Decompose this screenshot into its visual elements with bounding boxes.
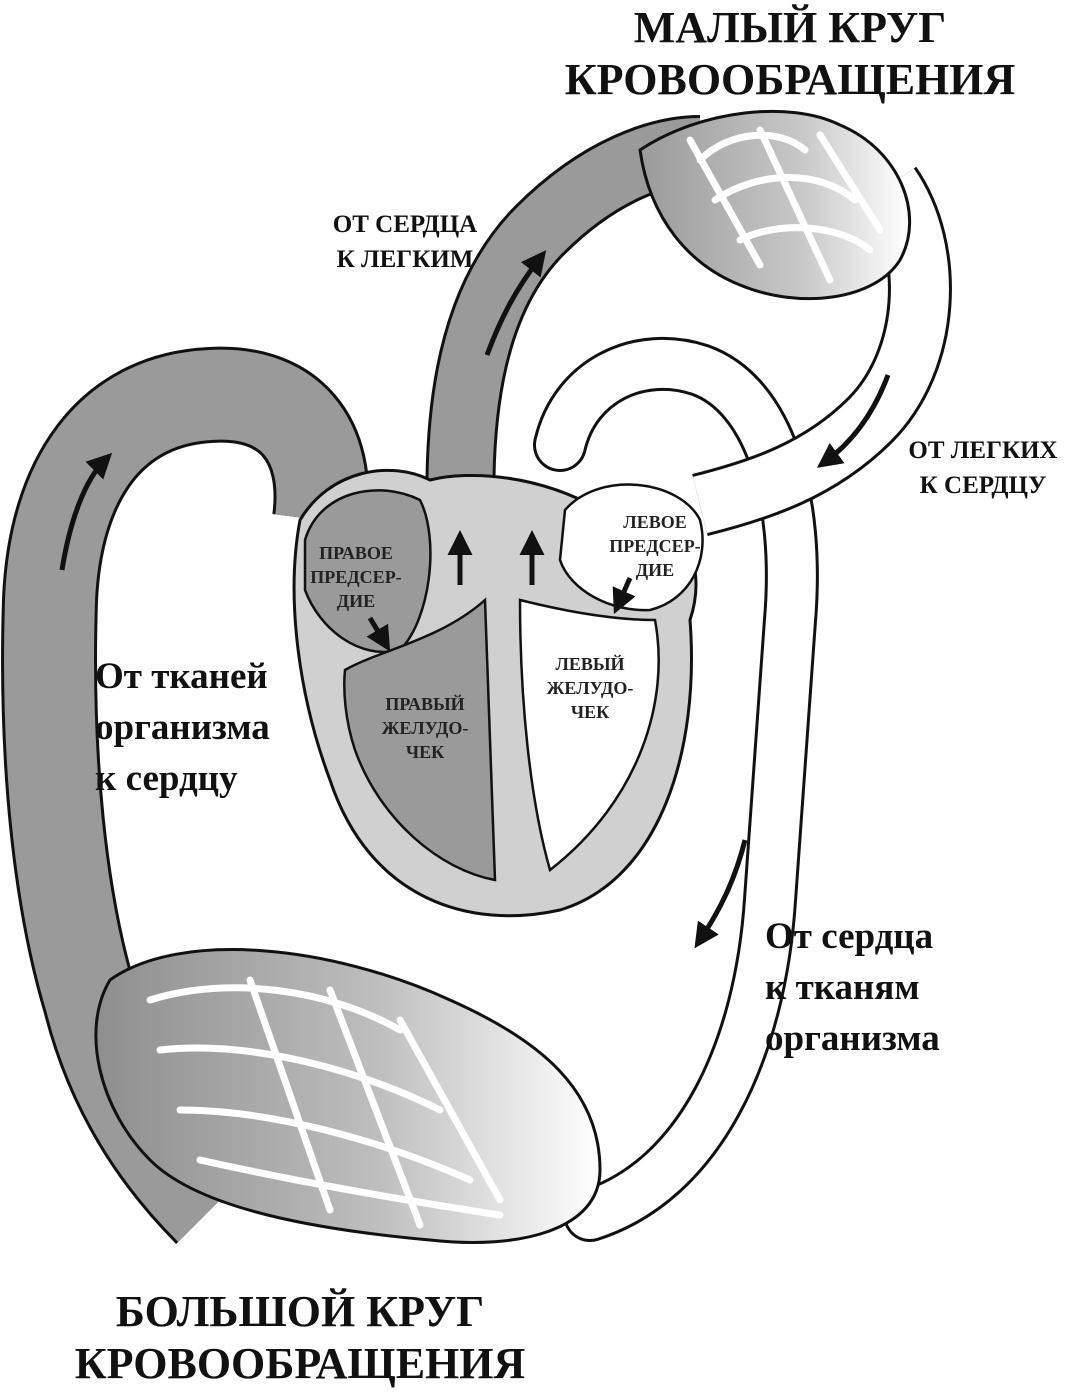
label-line: К ЛЕГКИМ	[336, 246, 474, 273]
flow-arrows	[59, 250, 891, 949]
label-line: ОТ СЕРДЦА	[332, 211, 478, 238]
body-capillary-network	[94, 948, 602, 1244]
label-line: ЛЕВОЕ	[623, 512, 687, 532]
label-line: ЛЕВЫЙ	[555, 654, 625, 674]
heart	[292, 468, 704, 918]
label-line: ЧЕК	[405, 742, 445, 762]
title-line: МАЛЫЙ КРУГ	[633, 3, 947, 52]
right-atrium	[303, 489, 432, 654]
left-ventricle-label: ЛЕВЫЙ ЖЕЛУДО- ЧЕК	[525, 655, 655, 721]
label-line: ПРАВЫЙ	[385, 694, 465, 714]
label-line: ЧЕК	[570, 702, 610, 722]
left-atrium-label: ЛЕВОЕ ПРЕДСЕР- ДИЕ	[595, 513, 715, 579]
label-line: организма	[95, 707, 270, 748]
label-line: От тканей	[95, 656, 268, 697]
right-ventricle	[343, 597, 497, 882]
right-ventricle-label: ПРАВЫЙ ЖЕЛУДО- ЧЕК	[360, 695, 490, 761]
lung-capillary-network	[638, 109, 912, 301]
left-atrium	[558, 483, 704, 612]
title-line: БОЛЬШОЙ КРУГ	[115, 1287, 485, 1336]
arrow-pulmonary-artery-up	[484, 250, 547, 356]
lungs-to-heart-label: ОТ ЛЕГКИХ К СЕРДЦУ	[880, 438, 1086, 498]
label-line: организма	[765, 1018, 940, 1059]
label-line: ДИЕ	[635, 560, 675, 580]
heart-to-lungs-label: ОТ СЕРДЦА К ЛЕГКИМ	[295, 212, 515, 272]
systemic-circulation-title: БОЛЬШОЙ КРУГ КРОВООБРАЩЕНИЯ	[20, 1290, 580, 1386]
label-line: к сердцу	[95, 758, 238, 799]
label-line: К СЕРДЦУ	[919, 472, 1047, 499]
label-line: к тканям	[765, 967, 920, 1008]
label-line: ПРЕДСЕР-	[609, 536, 701, 556]
pulmonary-circulation-title: МАЛЫЙ КРУГ КРОВООБРАЩЕНИЯ	[520, 6, 1060, 102]
arrow-pulmonary-vein-down	[816, 374, 891, 468]
tissues-to-heart-label: От тканей организма к сердцу	[95, 658, 270, 797]
arrow-left-valve	[612, 576, 636, 615]
label-line: ПРЕДСЕР-	[310, 567, 402, 587]
label-line: От сердца	[765, 916, 934, 957]
title-line: КРОВООБРАЩЕНИЯ	[74, 1339, 526, 1388]
left-ventricle	[518, 598, 660, 873]
right-atrium-label: ПРАВОЕ ПРЕДСЕР- ДИЕ	[296, 544, 416, 610]
label-line: ЖЕЛУДО-	[381, 718, 469, 738]
arrow-aorta-down	[694, 839, 748, 949]
heart-to-tissues-label: От сердца к тканям организма	[765, 918, 940, 1057]
label-line: ЖЕЛУДО-	[546, 678, 634, 698]
arrow-vena-cava-up	[59, 452, 113, 571]
arrow-right-valve	[366, 616, 391, 652]
title-line: КРОВООБРАЩЕНИЯ	[564, 55, 1016, 104]
label-line: ПРАВОЕ	[319, 543, 393, 563]
label-line: ОТ ЛЕГКИХ	[908, 437, 1058, 464]
label-line: ДИЕ	[336, 591, 376, 611]
